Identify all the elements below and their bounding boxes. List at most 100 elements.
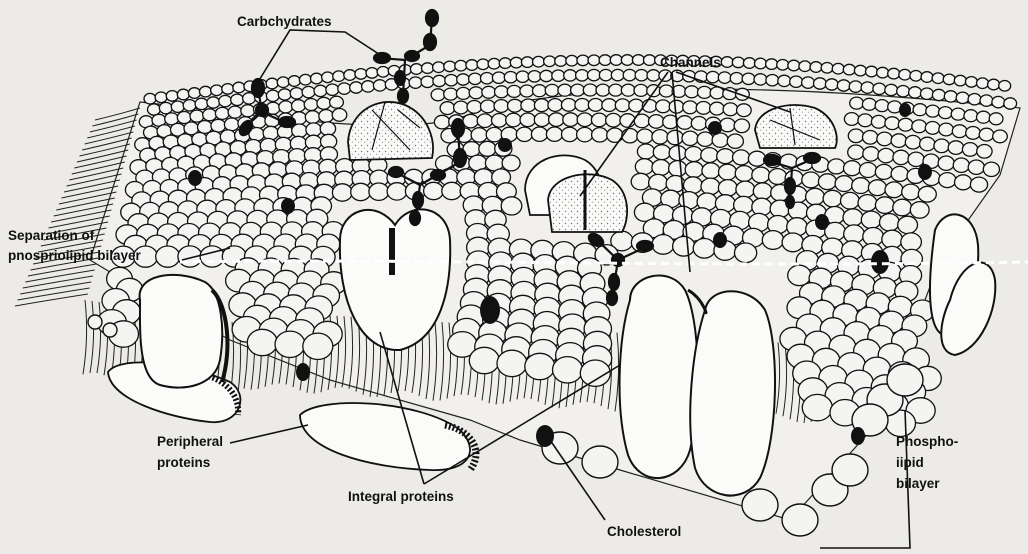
lipid-head-inner bbox=[832, 454, 868, 486]
lipid-head bbox=[682, 131, 698, 145]
lipid-head bbox=[852, 178, 870, 194]
lipid-head bbox=[488, 58, 500, 69]
lipid-head bbox=[576, 70, 589, 81]
lipid-head bbox=[893, 150, 909, 164]
lipid-head bbox=[753, 183, 772, 200]
lipid-head bbox=[893, 199, 912, 216]
lipid-head bbox=[552, 70, 565, 81]
label-separation-2: pnosprioiipid bilayer bbox=[8, 248, 142, 263]
lipid-head bbox=[742, 73, 755, 84]
lipid-head bbox=[835, 176, 853, 192]
lipid-tail bbox=[23, 276, 93, 288]
lipid-head bbox=[277, 77, 289, 88]
lipid-head bbox=[863, 131, 878, 145]
lipid-head bbox=[442, 182, 462, 199]
lipid-head bbox=[905, 135, 920, 149]
lipid-head bbox=[837, 80, 850, 91]
lipid-head bbox=[920, 137, 935, 151]
lipid-head bbox=[685, 147, 702, 162]
lipid-head bbox=[637, 144, 654, 159]
lipid-head bbox=[1004, 98, 1017, 109]
lipid-head bbox=[166, 91, 178, 102]
lipid-head bbox=[634, 84, 648, 96]
lipid-head bbox=[434, 115, 449, 129]
lipid-head bbox=[433, 62, 445, 73]
lipid-head bbox=[977, 78, 989, 89]
lipid-tail bbox=[97, 302, 101, 373]
lipid-head bbox=[677, 116, 692, 130]
lipid-head bbox=[203, 109, 217, 121]
lipid-head bbox=[909, 87, 922, 98]
lipid-head bbox=[977, 111, 991, 123]
lipid-head bbox=[275, 331, 305, 357]
lipid-head bbox=[516, 127, 532, 141]
lipid-head bbox=[497, 350, 527, 376]
lipid-head bbox=[970, 177, 987, 192]
lipid-head-inner bbox=[88, 315, 102, 329]
lipid-head bbox=[322, 72, 334, 83]
lipid-head bbox=[228, 106, 242, 118]
lipid-head bbox=[673, 237, 695, 257]
lipid-head bbox=[326, 84, 339, 95]
lipid-head bbox=[802, 172, 820, 188]
lipid-head bbox=[913, 104, 927, 116]
lipid-head bbox=[599, 55, 611, 66]
integral-protein-left bbox=[140, 275, 228, 388]
lipid-head bbox=[988, 79, 1000, 90]
lipid-head bbox=[888, 68, 900, 79]
lipid-head bbox=[652, 130, 668, 144]
lipid-head bbox=[528, 71, 541, 82]
lipid-head bbox=[577, 55, 589, 66]
lipid-head bbox=[622, 129, 638, 143]
lipid-head bbox=[861, 211, 881, 228]
lipid-head bbox=[516, 71, 529, 82]
label-separation-1: Separation of bbox=[8, 228, 95, 243]
lipid-head bbox=[521, 57, 533, 68]
lipid-head bbox=[306, 123, 321, 137]
lipid-head bbox=[989, 113, 1003, 125]
lipid-head bbox=[910, 71, 922, 82]
lipid-head bbox=[891, 166, 908, 181]
lipid-head bbox=[351, 183, 371, 200]
lipid-head bbox=[469, 73, 482, 84]
lipid-head bbox=[802, 394, 832, 420]
lipid-head bbox=[544, 56, 556, 67]
lipid-head bbox=[752, 198, 772, 215]
lipid-head bbox=[956, 92, 969, 103]
lipid-head bbox=[588, 99, 603, 112]
lipid-head bbox=[332, 184, 352, 201]
lipid-head bbox=[734, 119, 749, 133]
lipid-head bbox=[635, 70, 648, 81]
lipid-head bbox=[885, 117, 900, 130]
lipid-head bbox=[486, 127, 502, 141]
label-carbohydrates: Carbchydrates bbox=[237, 14, 332, 29]
lipid-head bbox=[632, 55, 644, 66]
lipid-head bbox=[885, 182, 903, 198]
lipid-tail bbox=[83, 300, 87, 374]
lipid-tail bbox=[28, 264, 96, 276]
lipid-head bbox=[481, 73, 494, 84]
lipid-tail bbox=[18, 288, 90, 300]
lipid-head bbox=[314, 85, 327, 96]
lipid-head bbox=[499, 58, 511, 69]
lipid-head bbox=[591, 113, 606, 127]
lipid-head bbox=[932, 73, 944, 84]
lipid-head bbox=[698, 86, 712, 98]
lipid-head bbox=[320, 122, 335, 136]
lipid-head bbox=[850, 97, 864, 109]
lipid-head bbox=[481, 100, 496, 113]
label-phospho-1: Phospho- bbox=[896, 434, 958, 449]
lipid-head bbox=[918, 186, 936, 202]
lipid-head bbox=[733, 150, 750, 165]
lipid-head bbox=[611, 69, 624, 80]
lipid-head bbox=[477, 114, 492, 128]
lipid-head bbox=[788, 265, 811, 285]
lipid-head bbox=[317, 97, 331, 109]
lipid-head bbox=[669, 161, 687, 177]
lipid-head bbox=[596, 84, 610, 96]
lipid-head bbox=[953, 158, 969, 172]
lipid-head bbox=[999, 81, 1011, 92]
lipid-head bbox=[921, 72, 933, 83]
lipid-head bbox=[333, 71, 345, 82]
label-peripheral-1: Peripheral bbox=[157, 434, 223, 449]
